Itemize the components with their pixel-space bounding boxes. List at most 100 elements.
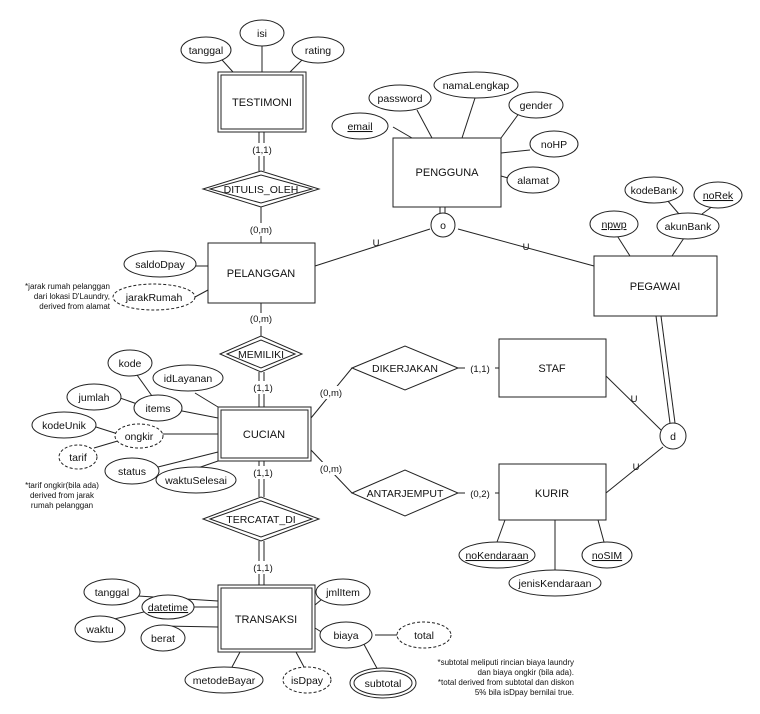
attribute-biaya: biaya xyxy=(319,621,373,649)
attribute-alamat: alamat xyxy=(506,166,560,194)
svg-text:(1,1): (1,1) xyxy=(253,468,273,479)
attribute-metodebayar: metodeBayar xyxy=(184,666,264,694)
svg-text:ongkir: ongkir xyxy=(125,431,154,443)
union-marks: U U U U xyxy=(373,238,640,473)
attribute-kode: kode xyxy=(107,349,153,377)
svg-text:berat: berat xyxy=(151,633,175,645)
entity-staf: STAF xyxy=(498,338,607,398)
svg-text:(0,m): (0,m) xyxy=(250,314,272,325)
entity-transaksi: TRANSAKSI xyxy=(217,584,316,653)
svg-text:noRek: noRek xyxy=(703,190,734,202)
attribute-norek: noRek xyxy=(693,181,743,209)
attribute-email: email xyxy=(331,112,389,140)
cardinality-labels: (1,1) (0,m) (0,m) (1,1) (0,m) (1,1) (0,m… xyxy=(246,143,495,574)
svg-text:TRANSAKSI: TRANSAKSI xyxy=(235,614,297,626)
relationship-antarjemput: ANTARJEMPUT xyxy=(350,469,460,517)
svg-text:jenisKendaraan: jenisKendaraan xyxy=(518,578,592,590)
attribute-total: total xyxy=(396,621,452,649)
attribute-items: items xyxy=(133,394,183,422)
svg-text:MEMILIKI: MEMILIKI xyxy=(238,349,284,361)
svg-text:namaLengkap: namaLengkap xyxy=(443,80,510,92)
attribute-tanggal: tanggal xyxy=(180,36,232,64)
svg-text:(0,m): (0,m) xyxy=(250,225,272,236)
entity-pelanggan: PELANGGAN xyxy=(207,242,316,304)
relationship-ditulis-oleh: DITULIS_OLEH xyxy=(201,170,321,208)
connector-lines xyxy=(93,45,714,673)
attribute-jmlitem: jmlItem xyxy=(315,578,371,606)
entity-testimoni: TESTIMONI xyxy=(217,71,307,133)
attribute-saldodpay: saldoDpay xyxy=(123,250,197,278)
svg-text:*total derived from subtotal d: *total derived from subtotal dan diskon xyxy=(438,678,574,687)
svg-text:o: o xyxy=(440,220,446,232)
attribute-gender: gender xyxy=(508,91,564,119)
svg-text:dan biaya ongkir (bila ada).: dan biaya ongkir (bila ada). xyxy=(477,668,574,677)
attribute-nohp: noHP xyxy=(529,130,579,158)
attribute-jumlah: jumlah xyxy=(66,383,122,411)
attribute-password: password xyxy=(368,84,432,112)
svg-text:isDpay: isDpay xyxy=(291,675,324,687)
svg-text:PEGAWAI: PEGAWAI xyxy=(630,281,681,293)
attribute-namalengkap: namaLengkap xyxy=(433,71,519,99)
note-total: *subtotal meliputi rincian biaya laundry… xyxy=(437,658,574,697)
svg-text:noHP: noHP xyxy=(541,139,567,151)
svg-text:(1,1): (1,1) xyxy=(253,563,273,574)
attribute-waktu: waktu xyxy=(74,615,126,643)
svg-text:jarakRumah: jarakRumah xyxy=(125,292,183,304)
svg-text:password: password xyxy=(378,93,423,105)
attribute-npwp: npwp xyxy=(589,210,639,238)
attribute-kodeunik: kodeUnik xyxy=(31,411,97,439)
attribute-tanggal-transaksi: tanggal xyxy=(83,578,141,606)
svg-text:(0,m): (0,m) xyxy=(320,464,342,475)
svg-text:jumlah: jumlah xyxy=(78,392,110,404)
entity-cucian: CUCIAN xyxy=(217,406,312,462)
svg-text:(1,1): (1,1) xyxy=(252,145,272,156)
svg-text:derived from jarak: derived from jarak xyxy=(30,491,95,500)
relationship-tercatat-di: TERCATAT_DI xyxy=(201,496,321,542)
svg-text:derived from alamat: derived from alamat xyxy=(39,302,110,311)
svg-text:noSIM: noSIM xyxy=(592,550,622,562)
svg-text:datetime: datetime xyxy=(148,602,188,614)
relationship-memiliki: MEMILIKI xyxy=(218,335,304,373)
svg-text:noKendaraan: noKendaraan xyxy=(465,550,528,562)
svg-text:5% bila isDpay bernilai true.: 5% bila isDpay bernilai true. xyxy=(475,688,574,697)
svg-text:tanggal: tanggal xyxy=(95,587,129,599)
svg-text:isi: isi xyxy=(257,28,267,40)
svg-text:PELANGGAN: PELANGGAN xyxy=(227,268,296,280)
specialization-overlap-circle: o xyxy=(430,212,456,238)
svg-text:items: items xyxy=(145,403,170,415)
svg-text:kodeBank: kodeBank xyxy=(631,185,678,197)
note-jarak-rumah: *jarak rumah pelanggan dari lokasi D'Lau… xyxy=(25,282,111,311)
svg-text:*subtotal meliputi rincian bia: *subtotal meliputi rincian biaya laundry xyxy=(437,658,574,667)
svg-text:jmlItem: jmlItem xyxy=(325,587,360,599)
attribute-tarif: tarif xyxy=(58,444,98,470)
svg-text:(0,m): (0,m) xyxy=(320,388,342,399)
svg-text:metodeBayar: metodeBayar xyxy=(193,675,256,687)
svg-text:rumah pelanggan: rumah pelanggan xyxy=(31,501,93,510)
attribute-ongkir: ongkir xyxy=(114,423,164,449)
svg-text:email: email xyxy=(347,121,372,133)
svg-text:tanggal: tanggal xyxy=(189,45,223,57)
svg-text:akunBank: akunBank xyxy=(665,221,712,233)
svg-text:waktu: waktu xyxy=(85,624,114,636)
svg-text:biaya: biaya xyxy=(333,630,358,642)
svg-text:npwp: npwp xyxy=(601,219,626,231)
svg-text:U: U xyxy=(633,462,640,473)
svg-text:U: U xyxy=(631,394,638,405)
svg-text:(1,1): (1,1) xyxy=(470,364,490,375)
svg-text:total: total xyxy=(414,630,434,642)
attribute-isi: isi xyxy=(239,19,285,47)
svg-text:*tarif ongkir(bila ada): *tarif ongkir(bila ada) xyxy=(25,481,99,490)
attribute-jeniskendaraan: jenisKendaraan xyxy=(508,569,602,597)
svg-text:(0,2): (0,2) xyxy=(470,489,490,500)
attribute-jarakrumah: jarakRumah xyxy=(112,283,196,311)
svg-text:d: d xyxy=(670,431,676,443)
entity-pengguna: PENGGUNA xyxy=(392,137,502,208)
svg-text:STAF: STAF xyxy=(538,363,566,375)
attribute-waktuselesai: waktuSelesai xyxy=(155,466,237,494)
relationship-dikerjakan: DIKERJAKAN xyxy=(350,345,460,391)
svg-text:U: U xyxy=(523,242,530,253)
entity-kurir: KURIR xyxy=(498,463,607,521)
svg-text:waktuSelesai: waktuSelesai xyxy=(164,475,227,487)
svg-text:rating: rating xyxy=(305,45,331,57)
